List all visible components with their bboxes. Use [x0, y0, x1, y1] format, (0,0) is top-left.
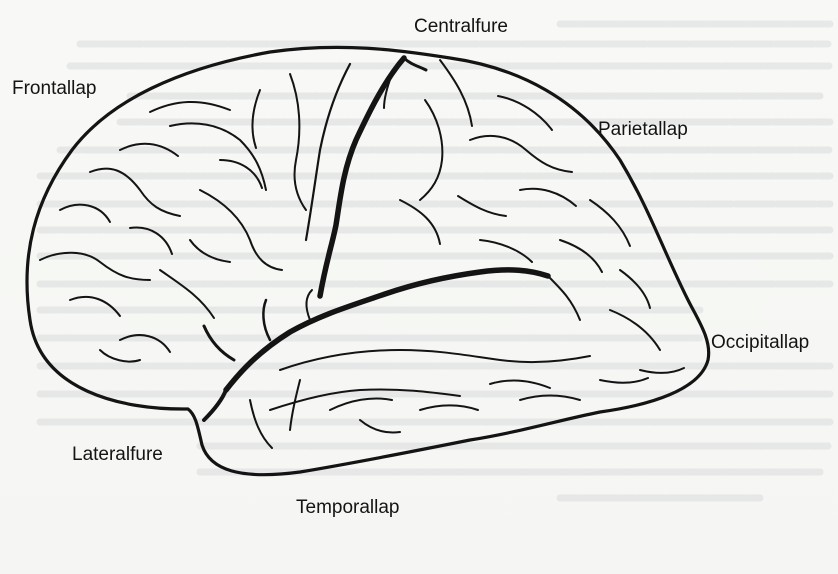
lateral-sulcus-label: Lateralfure — [72, 445, 163, 464]
lateral-sulcus — [226, 270, 548, 390]
frontal-lobe-label: Frontallap — [12, 79, 97, 98]
central-sulcus-label: Centralfure — [414, 17, 508, 36]
central-sulcus — [320, 58, 404, 296]
temporal-lobe-label: Temporallap — [296, 498, 400, 517]
occipital-lobe-label: Occipitallap — [711, 333, 809, 352]
parietal-lobe-label: Parietallap — [598, 120, 688, 139]
